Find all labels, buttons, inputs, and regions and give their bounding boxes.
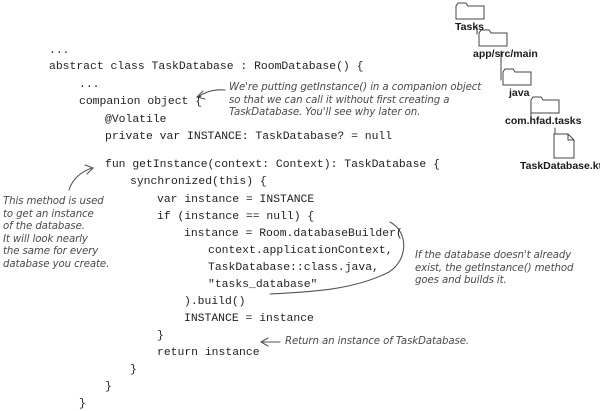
tree-folder-com-hfad-tasks: com.hfad.tasks [505,115,582,127]
code-line-build: ).build() [184,296,246,308]
code-line-if-null: if (instance == null) { [157,211,315,223]
folder-icon [455,2,485,20]
tree-folder-java: java [509,87,530,99]
arrow-companion [197,89,226,98]
tree-folder-tasks: Tasks [455,21,484,33]
file-icon [553,133,575,159]
code-line-class-declaration: abstract class TaskDatabase : RoomDataba… [49,61,364,73]
arrow-method [68,167,93,191]
note-get-instance-method: This method is used to get an instance o… [3,196,110,270]
code-line-var-instance: var instance = INSTANCE [157,194,315,206]
code-line-close-if: } [157,330,164,342]
folder-icon [530,96,560,114]
code-line-instance-var: private var INSTANCE: TaskDatabase? = nu… [105,131,393,143]
note-return-instance: Return an instance of TaskDatabase. [285,336,470,347]
tree-file-task-database: TaskDatabase.kt [520,160,600,172]
folder-icon [478,29,508,47]
code-line-assign-instance: INSTANCE = instance [184,313,314,325]
code-line-class-java: TaskDatabase::class.java, [208,262,379,274]
arrowhead-return [259,337,269,347]
code-line-close-companion: } [79,398,86,410]
code-line-ellipsis-top: ... [49,45,70,57]
note-builds-database: If the database doesn't already exist, t… [415,250,574,286]
code-line-close-fun: } [105,381,112,393]
code-line-db-name: "tasks_database" [208,279,318,291]
code-line-get-instance: fun getInstance(context: Context): TaskD… [105,159,440,171]
arrowhead-method [84,164,94,175]
code-line-close-sync: } [130,364,137,376]
folder-icon [502,68,532,86]
code-line-companion-object: companion object { [79,96,203,108]
code-block: ... abstract class TaskDatabase : RoomDa… [0,0,440,410]
code-line-synchronized: synchronized(this) { [130,176,267,188]
code-line-ellipsis: ... [79,79,100,91]
code-line-return: return instance [157,347,260,359]
tree-folder-app-src-main: app/src/main [473,48,538,60]
code-line-database-builder: instance = Room.databaseBuilder( [184,228,403,240]
code-line-application-context: context.applicationContext, [208,245,393,257]
note-companion-object: We're putting getInstance() in a compani… [229,82,482,118]
code-line-volatile: @Volatile [105,114,167,126]
tree-connectors [476,26,556,146]
arrow-builds [269,221,405,295]
arrowhead-companion [195,90,206,100]
